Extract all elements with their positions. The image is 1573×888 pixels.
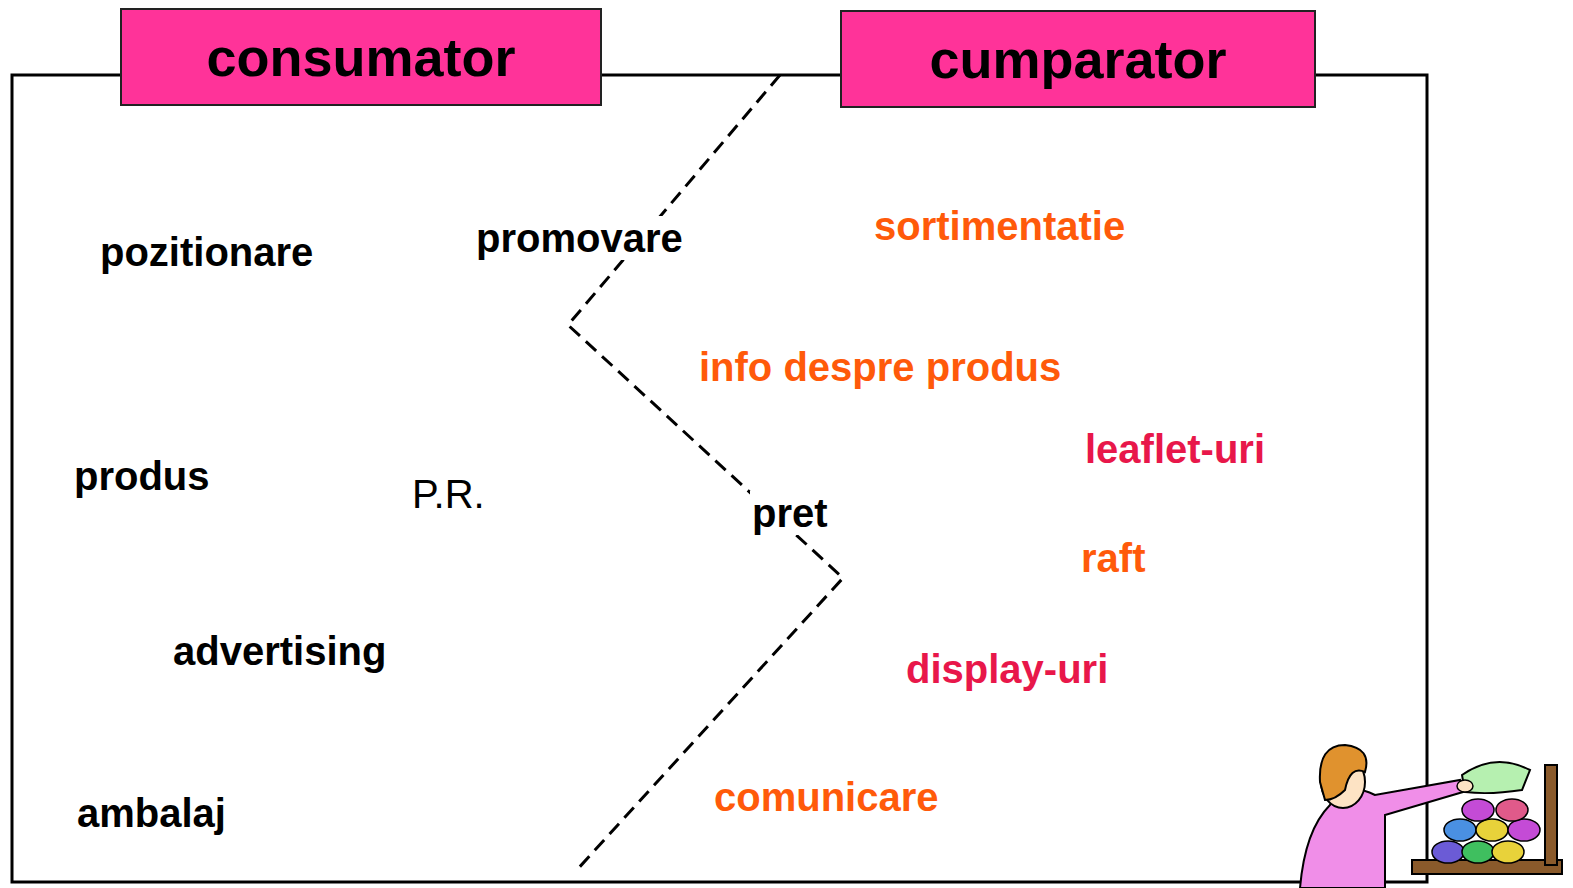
- marketing-term: pozitionare: [98, 230, 315, 274]
- header-text: consumator: [206, 30, 515, 84]
- shopper-illustration: [1300, 745, 1562, 888]
- marketing-term: P.R.: [410, 472, 487, 516]
- header-box: consumator: [120, 8, 602, 106]
- header-box: cumparator: [840, 10, 1316, 108]
- marketing-term: comunicare: [712, 775, 941, 819]
- outer-frame: [12, 75, 1427, 882]
- header-text: cumparator: [929, 32, 1226, 86]
- marketing-term: produs: [72, 454, 212, 498]
- marketing-term: display-uri: [904, 647, 1110, 691]
- dashed-divider: [568, 75, 843, 872]
- marketing-term: sortimentatie: [872, 204, 1127, 248]
- marketing-term: ambalaj: [75, 791, 228, 835]
- marketing-term: info despre produs: [697, 345, 1063, 389]
- marketing-term: raft: [1079, 536, 1147, 580]
- marketing-term: leaflet-uri: [1083, 427, 1267, 471]
- marketing-term: promovare: [474, 216, 685, 260]
- marketing-term: pret: [750, 491, 830, 535]
- marketing-term: advertising: [171, 629, 388, 673]
